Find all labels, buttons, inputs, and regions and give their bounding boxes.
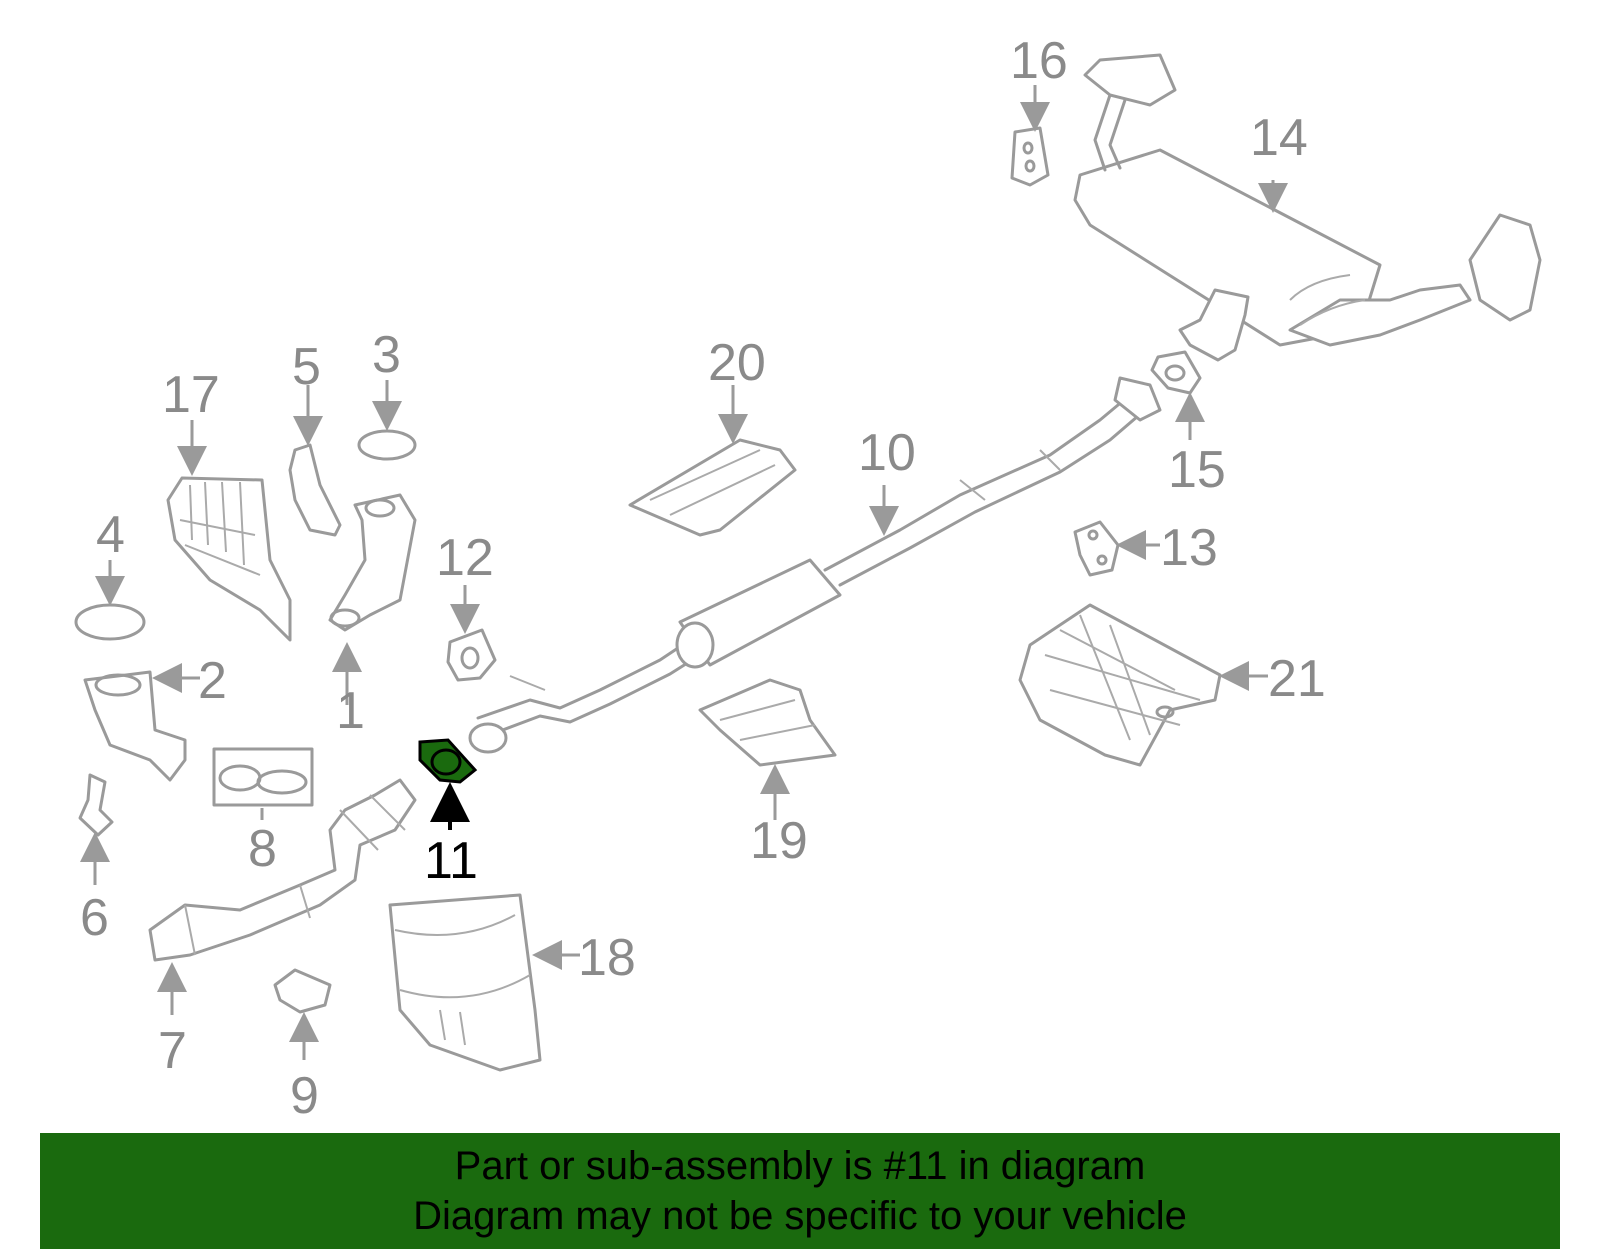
part-21-heat-shield: 21 bbox=[1018, 603, 1326, 767]
label-2: 2 bbox=[198, 652, 227, 710]
part-9-bracket: 9 bbox=[273, 968, 332, 1125]
label-7: 7 bbox=[158, 1022, 187, 1080]
exhaust-parts-diagram: 17 5 3 1 4 2 6 bbox=[74, 32, 1542, 1125]
part-4-gasket: 4 bbox=[74, 506, 146, 641]
part-18-heat-shield: 18 bbox=[388, 893, 636, 1072]
label-15: 15 bbox=[1168, 441, 1226, 499]
label-19: 19 bbox=[750, 812, 808, 870]
banner-line-1: Part or sub-assembly is #11 in diagram bbox=[454, 1144, 1146, 1188]
label-9: 9 bbox=[290, 1067, 319, 1125]
label-16: 16 bbox=[1010, 32, 1068, 90]
part-6-bracket: 6 bbox=[78, 773, 114, 947]
label-11: 11 bbox=[424, 832, 478, 890]
label-4: 4 bbox=[96, 506, 125, 564]
label-3: 3 bbox=[372, 326, 401, 384]
part-14-muffler: 14 bbox=[1073, 53, 1542, 362]
part-2-converter: 2 bbox=[83, 652, 227, 782]
part-11-gasket-highlighted[interactable]: 11 bbox=[418, 738, 478, 890]
label-18: 18 bbox=[578, 929, 636, 987]
part-5-bracket: 5 bbox=[288, 338, 342, 537]
part-15-gasket: 15 bbox=[1150, 350, 1226, 499]
label-12: 12 bbox=[436, 529, 494, 587]
part-8-gasket-kit: 8 bbox=[212, 747, 314, 878]
part-17-heat-shield: 17 bbox=[162, 366, 292, 642]
banner-line-2: Diagram may not be specific to your vehi… bbox=[413, 1194, 1187, 1238]
label-8: 8 bbox=[248, 820, 277, 878]
label-6: 6 bbox=[80, 889, 109, 947]
part-12-hanger: 12 bbox=[436, 529, 497, 682]
label-17: 17 bbox=[162, 366, 220, 424]
part-3-gasket: 3 bbox=[357, 326, 417, 461]
part-20-heat-shield: 20 bbox=[628, 334, 797, 537]
part-1-converter: 1 bbox=[328, 493, 417, 740]
part-10-center-pipe: 10 bbox=[468, 376, 1162, 754]
label-14: 14 bbox=[1250, 109, 1308, 167]
label-13: 13 bbox=[1160, 519, 1218, 577]
part-7-front-pipe: 7 bbox=[148, 778, 417, 1080]
label-5: 5 bbox=[292, 338, 321, 396]
label-20: 20 bbox=[708, 334, 766, 392]
label-1: 1 bbox=[336, 682, 365, 740]
part-19-heat-shield: 19 bbox=[698, 678, 837, 870]
part-16-hanger: 16 bbox=[1010, 32, 1068, 187]
info-banner: Part or sub-assembly is #11 in diagram D… bbox=[40, 1133, 1560, 1249]
part-13-bracket: 13 bbox=[1073, 519, 1218, 577]
label-10: 10 bbox=[858, 424, 916, 482]
label-21: 21 bbox=[1268, 650, 1326, 708]
